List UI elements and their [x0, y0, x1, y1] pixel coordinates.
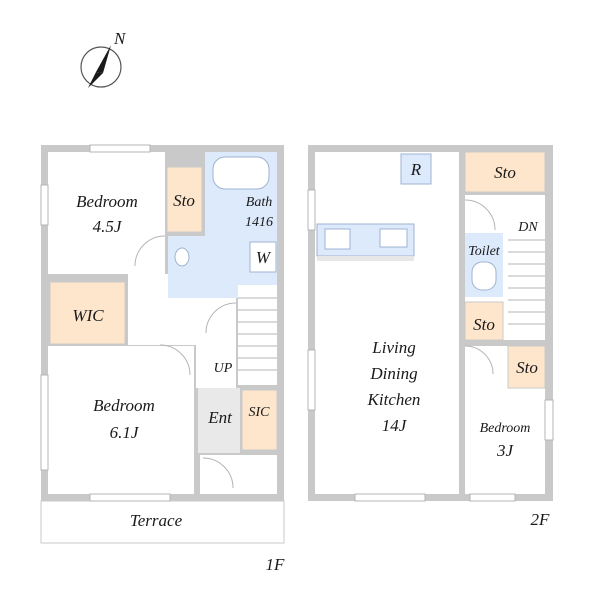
toilet-label: Toilet: [468, 244, 500, 259]
door-swing-bedroom-a: [134, 235, 166, 267]
bath-size: 1416: [245, 215, 273, 230]
shoes-in-closet: [241, 389, 278, 451]
toilet-icon: [471, 261, 497, 291]
hall-1f-lower: [196, 345, 236, 388]
bedroom-4-5j: [48, 152, 165, 274]
bedroom-a-size: 4.5J: [93, 217, 123, 236]
sto-2f-right-label: Sto: [516, 358, 538, 377]
sic-label: SIC: [249, 405, 271, 420]
entrance-label: Ent: [207, 408, 233, 427]
dn-label: DN: [517, 220, 538, 235]
counter-edge: [317, 256, 414, 261]
storage-2f-right: [507, 345, 546, 389]
sink-icon: [174, 247, 190, 267]
window-1f-left-bottom: [40, 374, 49, 471]
wic-label: WIC: [72, 306, 104, 325]
door-swing-hall-2f: [464, 199, 496, 231]
stove-icon: [324, 228, 351, 250]
floor-2f-label: 2F: [531, 510, 551, 529]
bedroom-3j-name: Bedroom: [480, 421, 531, 436]
door-swing-entrance: [202, 457, 234, 489]
window-2f-bottom-right: [469, 493, 516, 502]
washer-space: [249, 241, 277, 273]
bedroom-a-name: Bedroom: [76, 192, 138, 211]
storage-1f: [166, 166, 203, 233]
bedroom-6-1j: [48, 346, 194, 494]
window-2f-bottom: [354, 493, 426, 502]
stair-treads-2f: [508, 239, 545, 325]
refrigerator-label: R: [410, 160, 422, 179]
compass-needle-tail: [88, 72, 103, 88]
bathtub-icon: [212, 156, 270, 190]
ldk-line1: Living: [371, 338, 415, 357]
window-2f-left-top: [307, 189, 316, 231]
terrace-label: Terrace: [130, 511, 183, 530]
north-label: N: [113, 29, 127, 48]
window-1f-bottom: [89, 493, 171, 502]
door-swing-bedroom-3j: [464, 345, 494, 375]
window-2f-left-bottom: [307, 349, 316, 411]
ldk-line2: Dining: [369, 364, 417, 383]
hall-1f-middle: [128, 298, 236, 345]
refrigerator: [400, 153, 432, 185]
bath-name: Bath: [246, 195, 272, 210]
living-dining-kitchen: [315, 152, 459, 494]
entrance: [198, 388, 240, 453]
door-swing-washroom: [205, 302, 237, 334]
stairs-2f: [508, 205, 545, 340]
window-2f-right: [544, 399, 554, 441]
floor-2f: R Sto DN Toilet Sto Sto Living Dining Ki…: [307, 145, 554, 529]
washer-label: W: [256, 248, 272, 267]
up-label: UP: [214, 361, 233, 376]
porch: [200, 455, 277, 494]
storage-2f-top: [464, 151, 546, 193]
north-arrow-icon: [96, 45, 111, 73]
window-1f-left-top: [40, 184, 49, 226]
kitchen-sink-icon: [379, 228, 408, 248]
sto-1f-label: Sto: [173, 191, 195, 210]
door-swing-bedroom-b: [159, 344, 191, 376]
bedroom-3j-size: 3J: [496, 441, 515, 460]
stair-treads-1f: [238, 297, 277, 371]
floor-1f: Bedroom 4.5J Sto Bath 1416 W WIC Bedroom…: [40, 144, 286, 574]
storage-2f-mid: [464, 301, 504, 341]
stairs-1f: [238, 285, 277, 385]
hall-1f-upper: [128, 274, 168, 298]
ldk-size: 14J: [382, 416, 408, 435]
sto-2f-top-label: Sto: [494, 163, 516, 182]
window-1f-top: [89, 144, 151, 153]
compass: N: [80, 29, 127, 88]
walk-in-closet: [49, 281, 126, 345]
floor-1f-label: 1F: [266, 555, 286, 574]
bedroom-b-size: 6.1J: [110, 423, 140, 442]
sto-2f-mid-label: Sto: [473, 315, 495, 334]
bedroom-b-name: Bedroom: [93, 396, 155, 415]
ldk-line3: Kitchen: [367, 390, 421, 409]
